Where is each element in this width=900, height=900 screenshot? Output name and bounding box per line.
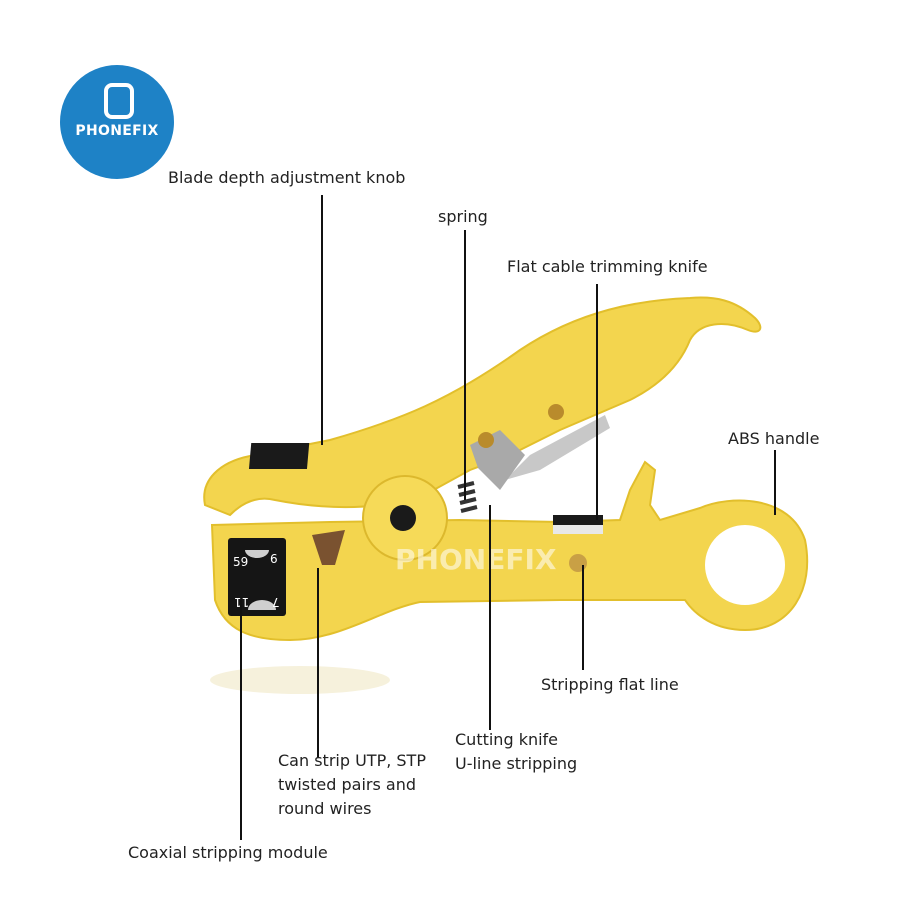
label-can-strip: twisted pairs and (278, 775, 417, 794)
reflection (210, 666, 390, 694)
label-u-line-stripping: U-line stripping (455, 754, 578, 773)
round-wire-stripper (312, 530, 345, 565)
label-coaxial-module: Coaxial stripping module (128, 843, 328, 862)
phonefix-logo: PHONEFIX (60, 65, 174, 179)
coaxial-module (228, 538, 286, 616)
label-spring: spring (438, 207, 488, 226)
cutting-knife-blade (505, 415, 610, 480)
module-marking: 7 (272, 595, 280, 609)
module-marking: 6 (270, 552, 278, 566)
pivot-button (390, 505, 416, 531)
handle-ring-hole (705, 525, 785, 605)
logo-text: PHONEFIX (75, 123, 159, 139)
spring (457, 481, 478, 513)
label-stripping-flat-line: Stripping flat line (541, 675, 679, 694)
watermark: PHONEFIX (395, 543, 557, 576)
label-flat-cable-knife: Flat cable trimming knife (507, 257, 708, 276)
leader-line (774, 450, 776, 515)
flat-cable-knife (553, 515, 603, 525)
screw (478, 432, 494, 448)
blade-depth-knob (248, 443, 310, 469)
label-can-strip: round wires (278, 799, 372, 818)
screw (569, 554, 587, 572)
leader-line (317, 568, 319, 758)
leader-line (596, 284, 598, 520)
leader-line (464, 230, 466, 500)
module-marking: 59 (233, 555, 249, 569)
logo-wrench-phone-icon (104, 83, 134, 119)
leader-line (489, 505, 491, 730)
screw (548, 404, 564, 420)
leader-line (321, 195, 323, 445)
label-can-strip: Can strip UTP, STP (278, 751, 426, 770)
leader-line (582, 565, 584, 670)
leader-line (240, 600, 242, 840)
label-abs-handle: ABS handle (728, 429, 820, 448)
stripping-flat-slot (553, 525, 603, 534)
lower-arm (210, 460, 809, 642)
label-blade-depth-knob: Blade depth adjustment knob (168, 168, 406, 187)
upper-arm (203, 296, 762, 517)
label-cutting-knife: Cutting knife (455, 730, 559, 749)
